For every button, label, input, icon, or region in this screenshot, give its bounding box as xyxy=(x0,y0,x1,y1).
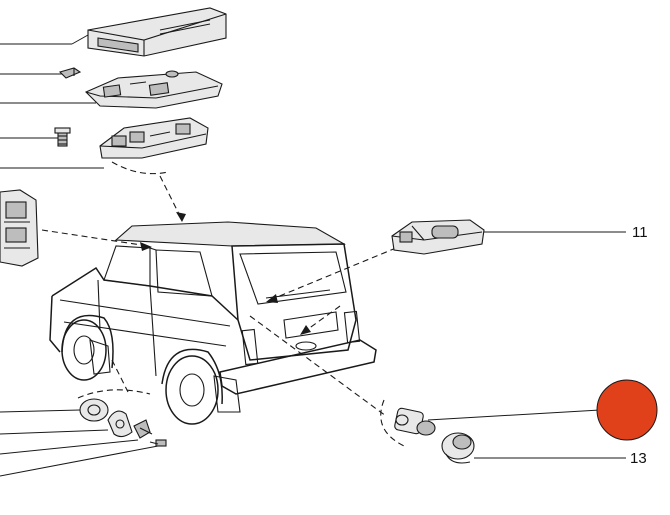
assembly-arrow-right xyxy=(266,247,397,303)
assembly-arrow-upper xyxy=(111,161,186,222)
callout-13: 13 xyxy=(630,450,647,467)
assembly-arrow-side xyxy=(41,229,152,251)
part-11-lamp xyxy=(391,219,626,255)
lower-left-leaders xyxy=(0,409,159,477)
side-lamp xyxy=(0,189,39,267)
callout-11: 11 xyxy=(632,224,648,241)
part-13-cap xyxy=(441,432,626,464)
part-door-switch xyxy=(380,399,601,447)
screw xyxy=(54,127,71,147)
marker-circle xyxy=(596,379,658,441)
lower-left-parts xyxy=(77,359,167,447)
dome-light-cover xyxy=(87,7,227,57)
lamp-base xyxy=(99,117,209,159)
small-clip xyxy=(58,67,82,79)
assembly-arrow-rear xyxy=(249,305,387,417)
vehicle-body xyxy=(49,221,377,425)
upper-left-leaders xyxy=(0,34,104,169)
lamp-housing xyxy=(85,70,223,109)
